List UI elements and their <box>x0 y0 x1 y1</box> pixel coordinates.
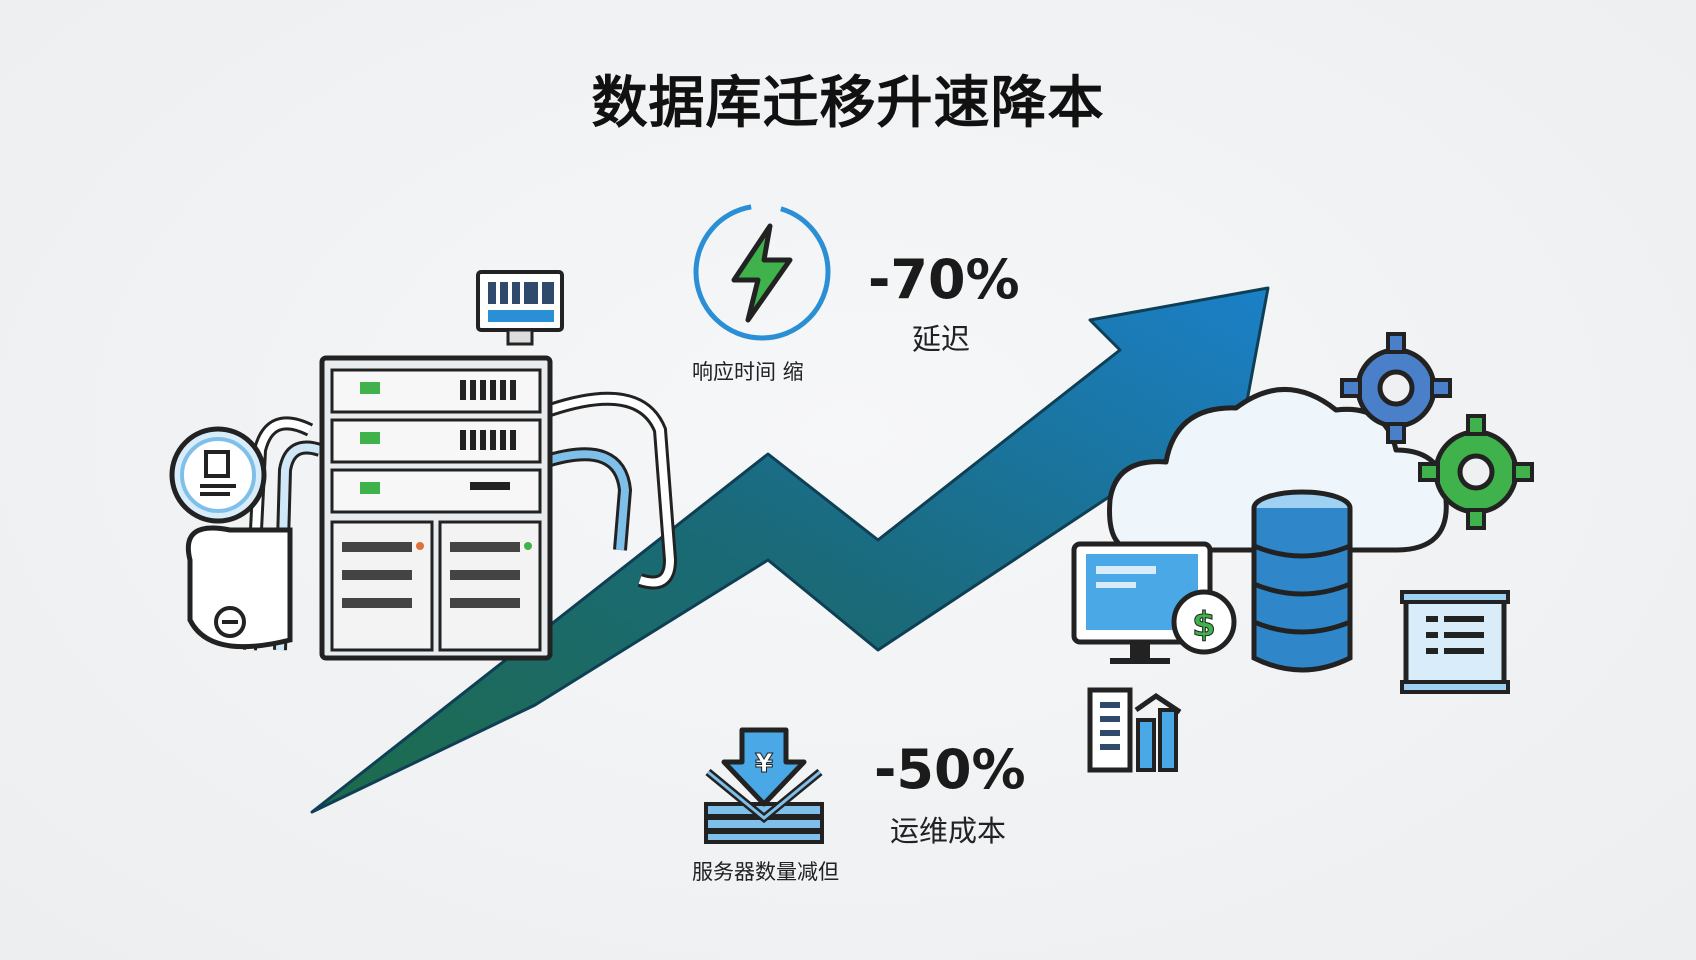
cloud-database-icon: $ <box>1071 332 1534 773</box>
cost-caption: 服务器数量减但 <box>692 860 839 884</box>
server-rack-icon <box>169 270 678 661</box>
cost-value: -50% <box>874 738 1026 801</box>
page-title: 数据库迁移升速降本 <box>591 71 1105 136</box>
cost-label: 运维成本 <box>890 814 1007 848</box>
yen-down-icon: ¥ <box>704 727 824 844</box>
latency-label: 延迟 <box>912 322 971 356</box>
latency-caption: 响应时间 缩 <box>692 360 804 384</box>
svg-text:¥: ¥ <box>755 749 773 779</box>
svg-text:$: $ <box>1192 605 1216 645</box>
latency-value: -70% <box>868 248 1020 311</box>
lightning-icon <box>693 203 831 341</box>
